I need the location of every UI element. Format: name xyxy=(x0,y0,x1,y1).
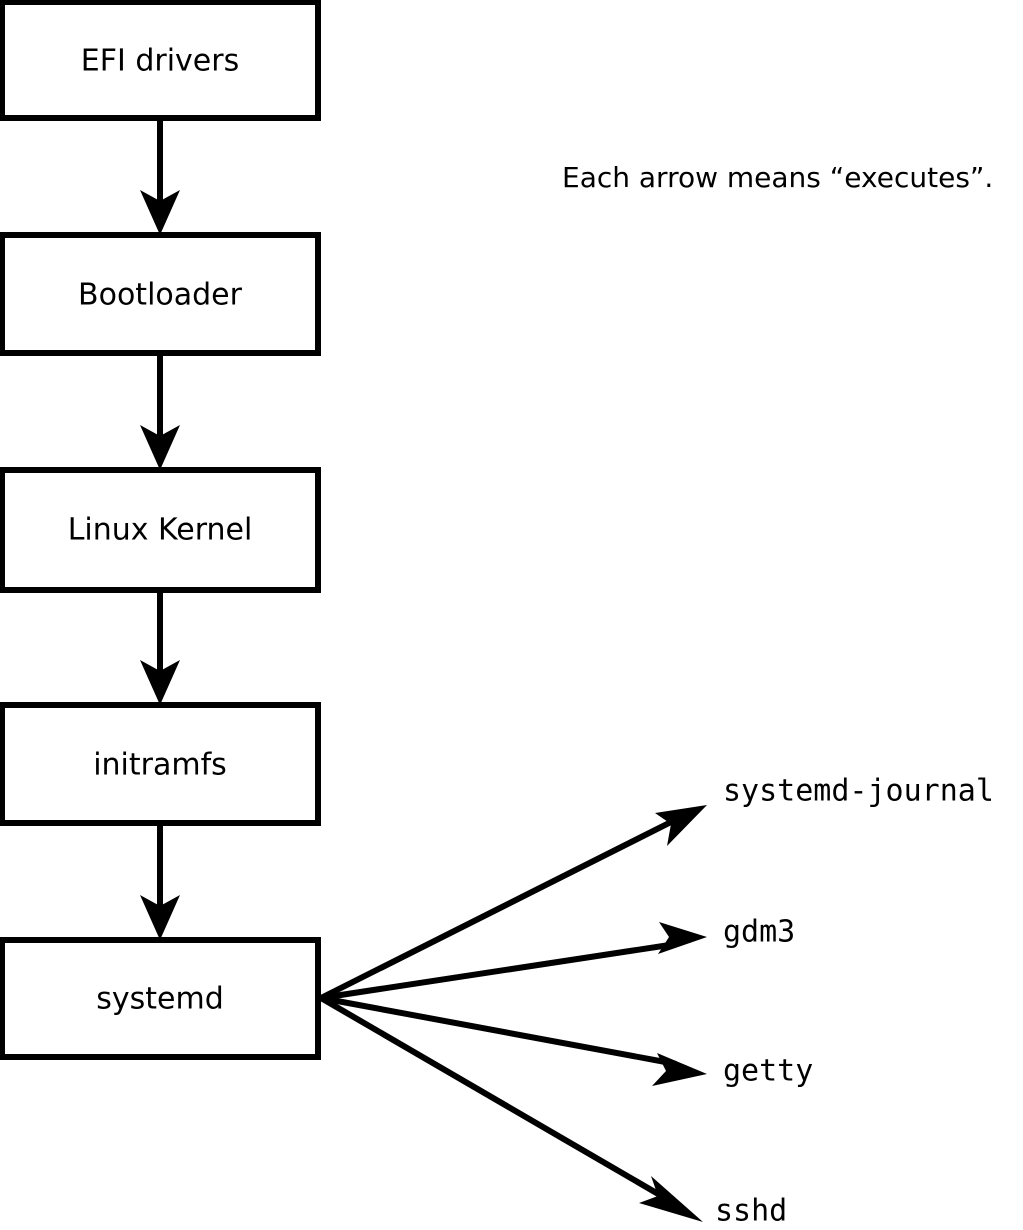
fanout-arrow-getty xyxy=(320,995,707,1086)
box-initramfs[interactable]: initramfs xyxy=(0,702,321,826)
box-label-efi-drivers: EFI drivers xyxy=(81,44,239,79)
legend-caption: Each arrow means “executes”. xyxy=(562,161,993,194)
leaf-label-gdm3: gdm3 xyxy=(723,915,795,950)
box-systemd[interactable]: systemd xyxy=(0,937,321,1060)
fanout-arrow-gdm3 xyxy=(320,922,707,1001)
fanout-arrow-systemd-journal xyxy=(319,805,707,1001)
leaf-label-systemd-journal: systemd-journal xyxy=(723,774,994,809)
box-label-bootloader: Bootloader xyxy=(78,278,243,313)
chain-arrow-kernel-to-initramfs xyxy=(140,590,180,705)
leaf-label-getty: getty xyxy=(723,1054,813,1089)
box-efi-drivers[interactable]: EFI drivers xyxy=(0,0,321,121)
box-label-initramfs: initramfs xyxy=(93,748,227,783)
box-linux-kernel[interactable]: Linux Kernel xyxy=(0,467,321,593)
box-bootloader[interactable]: Bootloader xyxy=(0,232,321,356)
chain-arrow-initramfs-to-systemd xyxy=(140,823,180,940)
box-label-linux-kernel: Linux Kernel xyxy=(68,513,253,548)
fanout-arrow-sshd xyxy=(319,995,703,1222)
leaf-label-sshd: sshd xyxy=(715,1194,787,1229)
chain-arrow-bootloader-to-kernel xyxy=(140,353,180,470)
box-label-systemd: systemd xyxy=(96,982,224,1017)
chain-arrow-efi-to-bootloader xyxy=(140,118,180,235)
